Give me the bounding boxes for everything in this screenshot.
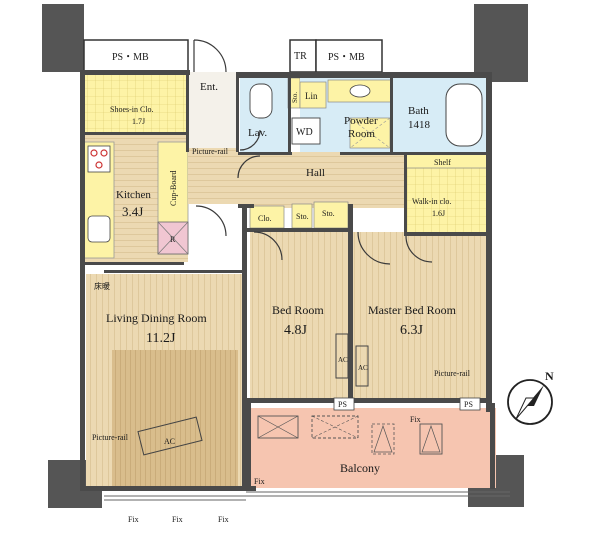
- fix-bottom-2-label: Fix: [172, 515, 183, 524]
- shoes-in-size: 1.7J: [132, 117, 145, 126]
- ac-unit-living: [137, 416, 203, 456]
- shelf-label: Shelf: [434, 158, 451, 167]
- fix-bottom-3-label: Fix: [218, 515, 229, 524]
- fix-right-label: Fix: [410, 415, 421, 424]
- master-bed-size: 6.3J: [400, 323, 424, 338]
- compass-label: N: [545, 369, 554, 383]
- washer-label: WD: [296, 127, 313, 138]
- stove-icon: [87, 145, 111, 173]
- sink-icon: [87, 215, 111, 243]
- entrance-label: Ent.: [200, 81, 218, 93]
- balcony-unit-2: [311, 415, 359, 439]
- column-top-right: [474, 4, 528, 82]
- shoes-in-label: Shoes-in Clo.: [110, 105, 154, 114]
- ps-bed-label: PS: [338, 400, 347, 409]
- refrigerator-label: R: [170, 235, 176, 244]
- north-compass: [507, 379, 553, 425]
- cup-board-label: Cup-Board: [169, 170, 178, 206]
- picture-rail-master-label: Picture-rail: [434, 369, 471, 378]
- floor-heating-label: 床暖: [94, 281, 110, 291]
- hall-label: Hall: [306, 167, 325, 179]
- bed-room: [250, 232, 352, 398]
- shoes-in-closet: [84, 74, 188, 134]
- ps-mb-right-label: PS・MB: [328, 52, 365, 63]
- lav-door[interactable]: [239, 129, 261, 151]
- powder-room-label-2: Room: [348, 128, 375, 140]
- living-size: 11.2J: [146, 331, 176, 346]
- balcony-unit-1: [257, 415, 299, 439]
- living-label: Living Dining Room: [106, 311, 207, 325]
- living-door[interactable]: [195, 205, 227, 237]
- entrance-area: [188, 72, 238, 148]
- lav-label: Lav.: [248, 127, 267, 139]
- linen-label: Lin: [305, 91, 318, 101]
- balcony-unit-3: [371, 423, 395, 455]
- bed-room-size: 4.8J: [284, 323, 308, 338]
- ac-bed-label: AC: [338, 356, 348, 364]
- washer-box: [291, 117, 321, 145]
- hall-entry-floor: [188, 148, 238, 204]
- balcony-railing: [246, 491, 510, 497]
- bath-label: Bath: [408, 105, 429, 117]
- ps-mb-right-box: [315, 39, 383, 73]
- linen-closet: [299, 81, 327, 109]
- ps-mb-left-label: PS・MB: [112, 52, 149, 63]
- bed-room-door[interactable]: [253, 231, 283, 261]
- ps-master-label: PS: [464, 400, 473, 409]
- kitchen-size: 3.4J: [122, 204, 143, 219]
- column-top-left: [42, 4, 84, 72]
- kitchen-label: Kitchen: [116, 189, 151, 201]
- tr-label: TR: [294, 51, 307, 62]
- powder-room-label-1: Powder: [344, 115, 378, 127]
- ac-living-label: AC: [164, 437, 175, 446]
- bathtub-icon: [445, 83, 483, 147]
- ac-unit-bed: [335, 333, 349, 379]
- master-bed-door[interactable]: [357, 231, 391, 265]
- hall-closet-label: Clo.: [258, 214, 272, 223]
- hall-storage-b-label: Sto.: [322, 209, 335, 218]
- master-bed-label: Master Bed Room: [368, 303, 457, 317]
- bed-room-label: Bed Room: [272, 303, 324, 317]
- ac-master-label: AC: [358, 364, 368, 372]
- balcony-label: Balcony: [340, 461, 380, 475]
- walk-in-label: Walk-in clo.: [412, 197, 451, 206]
- entrance-door[interactable]: [193, 39, 227, 73]
- bath-size: 1418: [408, 119, 431, 131]
- fix-left-label: Fix: [254, 477, 265, 486]
- hall: [238, 152, 406, 208]
- hall-storage-b: [313, 201, 349, 229]
- picture-rail-kitchen-label: Picture-rail: [192, 147, 229, 156]
- hall-door[interactable]: [237, 155, 261, 179]
- ps-box-bed: [333, 397, 355, 411]
- lav-storage-label: Sto.: [291, 92, 299, 103]
- living-window-frame: [104, 495, 246, 501]
- ps-box-master: [459, 397, 481, 411]
- walk-in-size: 1.6J: [432, 209, 445, 218]
- ac-unit-master: [355, 345, 369, 387]
- toilet-icon: [249, 83, 273, 119]
- picture-rail-living-label: Picture-rail: [92, 433, 129, 442]
- hall-storage-a-label: Sto.: [296, 212, 309, 221]
- walk-in-door[interactable]: [405, 235, 433, 263]
- balcony: [250, 408, 496, 488]
- balcony-unit-4: [419, 423, 443, 455]
- walls: [80, 70, 495, 491]
- living-floor-heating: [112, 350, 238, 486]
- fix-bottom-1-label: Fix: [128, 515, 139, 524]
